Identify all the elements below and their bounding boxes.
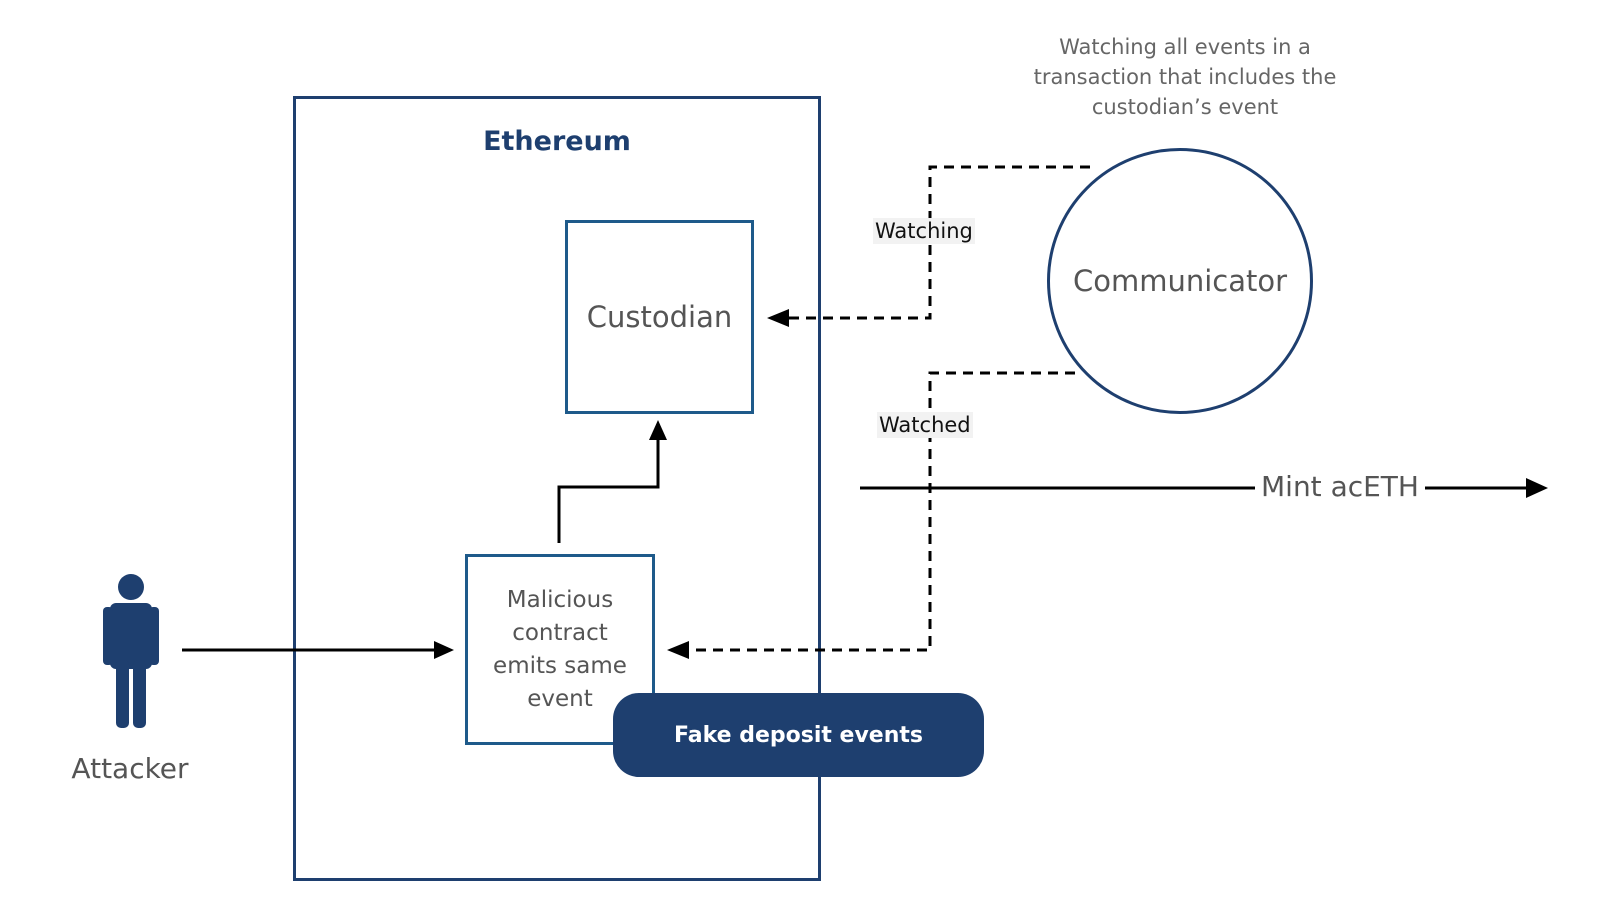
mint-label: Mint acETH xyxy=(1255,470,1425,503)
mint-arrowhead xyxy=(1526,478,1548,498)
person-icon xyxy=(103,574,159,728)
emit-arrowhead xyxy=(649,420,667,440)
ethereum-title: Ethereum xyxy=(483,126,631,157)
watched-connector xyxy=(683,371,1075,652)
fake-deposit-badge: Fake deposit events xyxy=(613,693,984,777)
watched-label: Watched xyxy=(877,412,973,438)
communicator-note: Watching all events in a transaction tha… xyxy=(1033,35,1337,119)
communicator-node: Communicator xyxy=(1047,148,1313,414)
emit-connector xyxy=(557,438,660,543)
attack-arrowhead xyxy=(434,641,454,659)
watched-arrowhead xyxy=(667,641,689,659)
malicious-contract-node: Malicious contract emits same event xyxy=(465,554,655,745)
attacker-label: Attacker xyxy=(71,752,189,785)
custodian-node: Custodian xyxy=(565,220,754,414)
watching-arrowhead xyxy=(767,309,789,327)
ethereum-container xyxy=(293,96,821,881)
watching-label: Watching xyxy=(873,218,975,244)
